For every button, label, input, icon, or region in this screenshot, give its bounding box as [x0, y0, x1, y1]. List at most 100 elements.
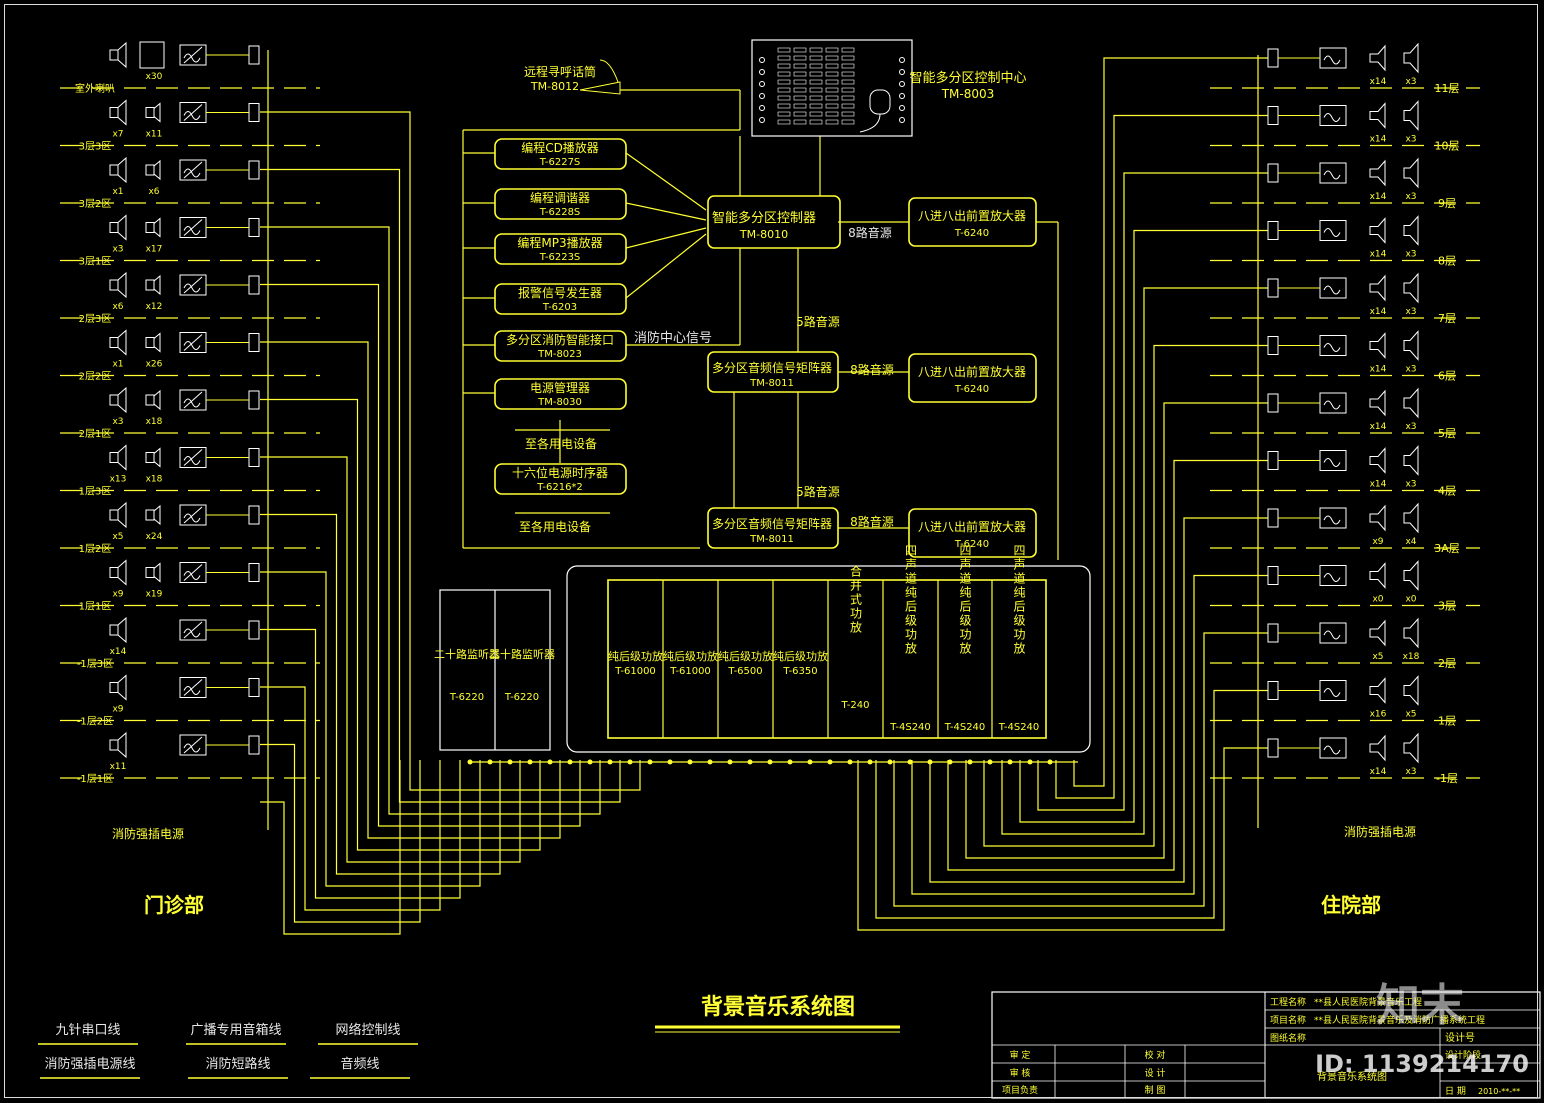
- right-floor-label: 10层: [1435, 140, 1460, 153]
- source-model: TM-8023: [537, 349, 582, 360]
- right-zone-count: x14: [1370, 250, 1387, 260]
- source-name: 电源管理器: [530, 380, 590, 395]
- tb-date: 2010-**-**: [1478, 1087, 1520, 1096]
- right-zone-count: x14: [1370, 192, 1387, 202]
- watermark-logo: 知末: [1376, 980, 1464, 1031]
- volume-control-icon: [1267, 106, 1279, 125]
- right-floor-label: 4层: [1438, 485, 1456, 498]
- transformer-icon: [1319, 565, 1347, 586]
- right-zone-count: x3: [1405, 77, 1416, 87]
- left-zone-label: -1层3区: [77, 658, 113, 670]
- volume-control-icon: [248, 448, 260, 467]
- transformer-icon: [1319, 392, 1347, 414]
- legend-item-label: 广播专用音箱线: [190, 1022, 281, 1038]
- right-zone-count: x16: [1370, 710, 1387, 720]
- source-name: 报警信号发生器: [518, 285, 602, 300]
- speaker-icon: [1403, 387, 1419, 419]
- right-zone-count: x0: [1372, 595, 1383, 605]
- preamp-name: 八进八出前置放大器: [918, 364, 1026, 379]
- amp-model: T-61000: [669, 666, 711, 677]
- page-title: 背景音乐系统图: [701, 994, 855, 1020]
- left-zone-count: x9: [112, 590, 123, 600]
- right-floor-label: 6层: [1438, 370, 1456, 383]
- speaker-icon: [1369, 504, 1386, 532]
- speaker-icon: [1369, 389, 1386, 417]
- speaker-icon: [1403, 732, 1419, 764]
- left-zone-count: x18: [146, 417, 163, 427]
- left-zone-label: 1层3区: [79, 486, 112, 498]
- volume-control-icon: [248, 333, 260, 352]
- control-center-name: 智能多分区控制中心: [909, 70, 1026, 86]
- speaker-icon: [1403, 675, 1419, 706]
- source-box: [494, 378, 627, 410]
- left-zone-count: x1: [112, 187, 123, 197]
- left-zone-count: x7: [112, 130, 123, 140]
- tb-item-label: 项目名称: [1270, 1014, 1306, 1026]
- section-left: 门诊部: [144, 893, 204, 917]
- source-box: [494, 330, 627, 362]
- preamp-box: [908, 508, 1037, 558]
- signal-label-8c: 8路音源: [850, 514, 894, 529]
- tb-cell: 制 图: [1145, 1084, 1166, 1096]
- speaker-icon: [109, 567, 119, 578]
- speaker-icon: [1369, 332, 1386, 359]
- right-floor-label: 8层: [1438, 255, 1456, 268]
- volume-control-icon: [1267, 48, 1279, 68]
- source-model: T-6227S: [539, 157, 581, 168]
- tb-project: **县人民医院背景音乐工程: [1314, 996, 1422, 1008]
- right-zone-count: x3: [1405, 767, 1416, 777]
- left-zone-count: x1: [112, 360, 123, 370]
- right-floor-label: 3层: [1438, 600, 1456, 613]
- volume-control-icon: [1267, 566, 1279, 585]
- source-model: T-6203: [542, 302, 577, 313]
- source-model: TM-8030: [537, 397, 582, 408]
- left-zone-label: 室外喇叭: [75, 82, 115, 95]
- left-zone-count: x14: [110, 647, 127, 657]
- right-zone-count: x3: [1405, 307, 1416, 317]
- left-zone-label: 3层2区: [79, 198, 112, 210]
- section-right: 住院部: [1321, 893, 1381, 917]
- outdoor-speaker-icon: [139, 41, 165, 69]
- right-zone-count: x14: [1370, 77, 1387, 87]
- speaker-icon: [1403, 330, 1419, 361]
- preamp-group: 八进八出前置放大器T-6240八进八出前置放大器T-6240八进八出前置放大器T…: [908, 197, 1037, 558]
- horn-icon: [145, 222, 155, 233]
- transformer-icon: [1319, 47, 1347, 69]
- volume-control-icon: [248, 103, 260, 122]
- source-name: 编程调谐器: [530, 190, 590, 205]
- right-zone-count: x3: [1405, 135, 1416, 145]
- right-zone-count: x14: [1370, 480, 1387, 490]
- matrix-model: TM-8011: [749, 378, 794, 389]
- speaker-icon: [109, 509, 119, 521]
- tb-cell: 审 定: [1010, 1049, 1031, 1061]
- volume-control-icon: [248, 45, 260, 65]
- amplifier-rack: 纯后级功放T-61000纯后级功放T-61000纯后级功放T-6500纯后级功放…: [566, 544, 1091, 753]
- left-zone-count: x30: [146, 72, 163, 82]
- speaker-icon: [1403, 560, 1419, 591]
- controller-box: 智能多分区控制器 TM-8010: [707, 195, 841, 249]
- volume-control-icon: [1267, 738, 1279, 758]
- source-name: 编程CD播放器: [521, 140, 599, 155]
- amp-model: T-4S240: [944, 722, 986, 733]
- transformer-icon: [1319, 680, 1347, 701]
- preamp-name: 八进八出前置放大器: [918, 208, 1026, 223]
- title-block: 工程名称 **县人民医院背景音乐工程 项目名称 **县人民医院背景音乐及消防广播…: [991, 991, 1541, 1099]
- legend-item-label: 九针串口线: [55, 1023, 120, 1038]
- legend-item-label: 音频线: [340, 1056, 379, 1072]
- control-center: 智能多分区控制中心 TM-8003: [751, 39, 1027, 137]
- amp-model: T-6350: [782, 666, 817, 677]
- volume-control-icon: [248, 218, 260, 237]
- volume-control-icon: [248, 390, 260, 410]
- volume-control-icon: [1267, 393, 1279, 413]
- transformer-icon: [1319, 737, 1347, 759]
- right-floor-label: 2层: [1438, 657, 1456, 670]
- left-zone-label: -1层1区: [77, 773, 113, 785]
- horn-icon: [145, 567, 155, 578]
- source-box: [494, 188, 627, 220]
- transformer-icon: [1319, 335, 1347, 356]
- speaker-icon: [1403, 445, 1419, 476]
- speaker-icon: [1369, 102, 1386, 129]
- volume-control-icon: [1267, 681, 1279, 700]
- right-zone-count: x18: [1403, 652, 1420, 662]
